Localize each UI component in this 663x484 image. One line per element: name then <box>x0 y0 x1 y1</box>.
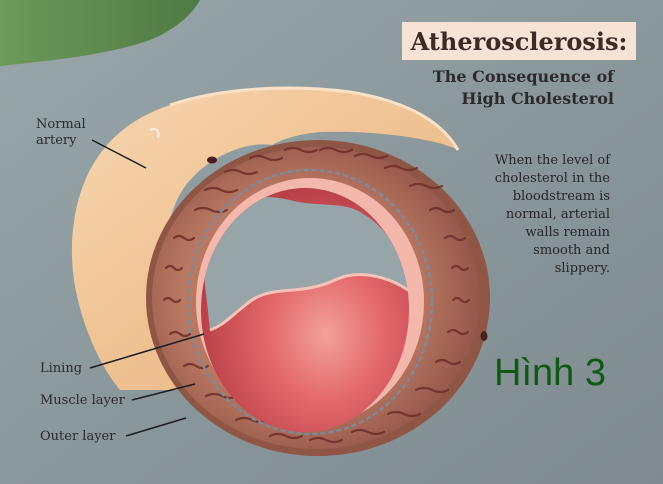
wall-spot <box>481 331 488 341</box>
subtitle-line-2: High Cholesterol <box>414 88 614 110</box>
label-normal-artery-line-1: Normal <box>36 116 86 133</box>
label-muscle-layer: Muscle layer <box>40 392 125 409</box>
description-line-3: bloodstream is <box>426 188 610 206</box>
label-normal-artery-line-2: artery <box>36 132 76 149</box>
wall-spot <box>207 157 217 164</box>
description-line-1: When the level of <box>426 152 610 170</box>
description-line-2: cholesterol in the <box>426 170 610 188</box>
description-line-5: walls remain <box>426 224 610 242</box>
label-lining: Lining <box>40 360 82 377</box>
figure-label: Hình 3 <box>494 352 606 395</box>
description-line-7: slippery. <box>426 260 610 278</box>
diagram-title: Atherosclerosis: <box>402 22 636 60</box>
description-line-4: normal, arterial <box>426 206 610 224</box>
subtitle-line-1: The Consequence of <box>414 66 614 88</box>
label-outer-layer: Outer layer <box>40 428 115 445</box>
description-line-6: smooth and <box>426 242 610 260</box>
